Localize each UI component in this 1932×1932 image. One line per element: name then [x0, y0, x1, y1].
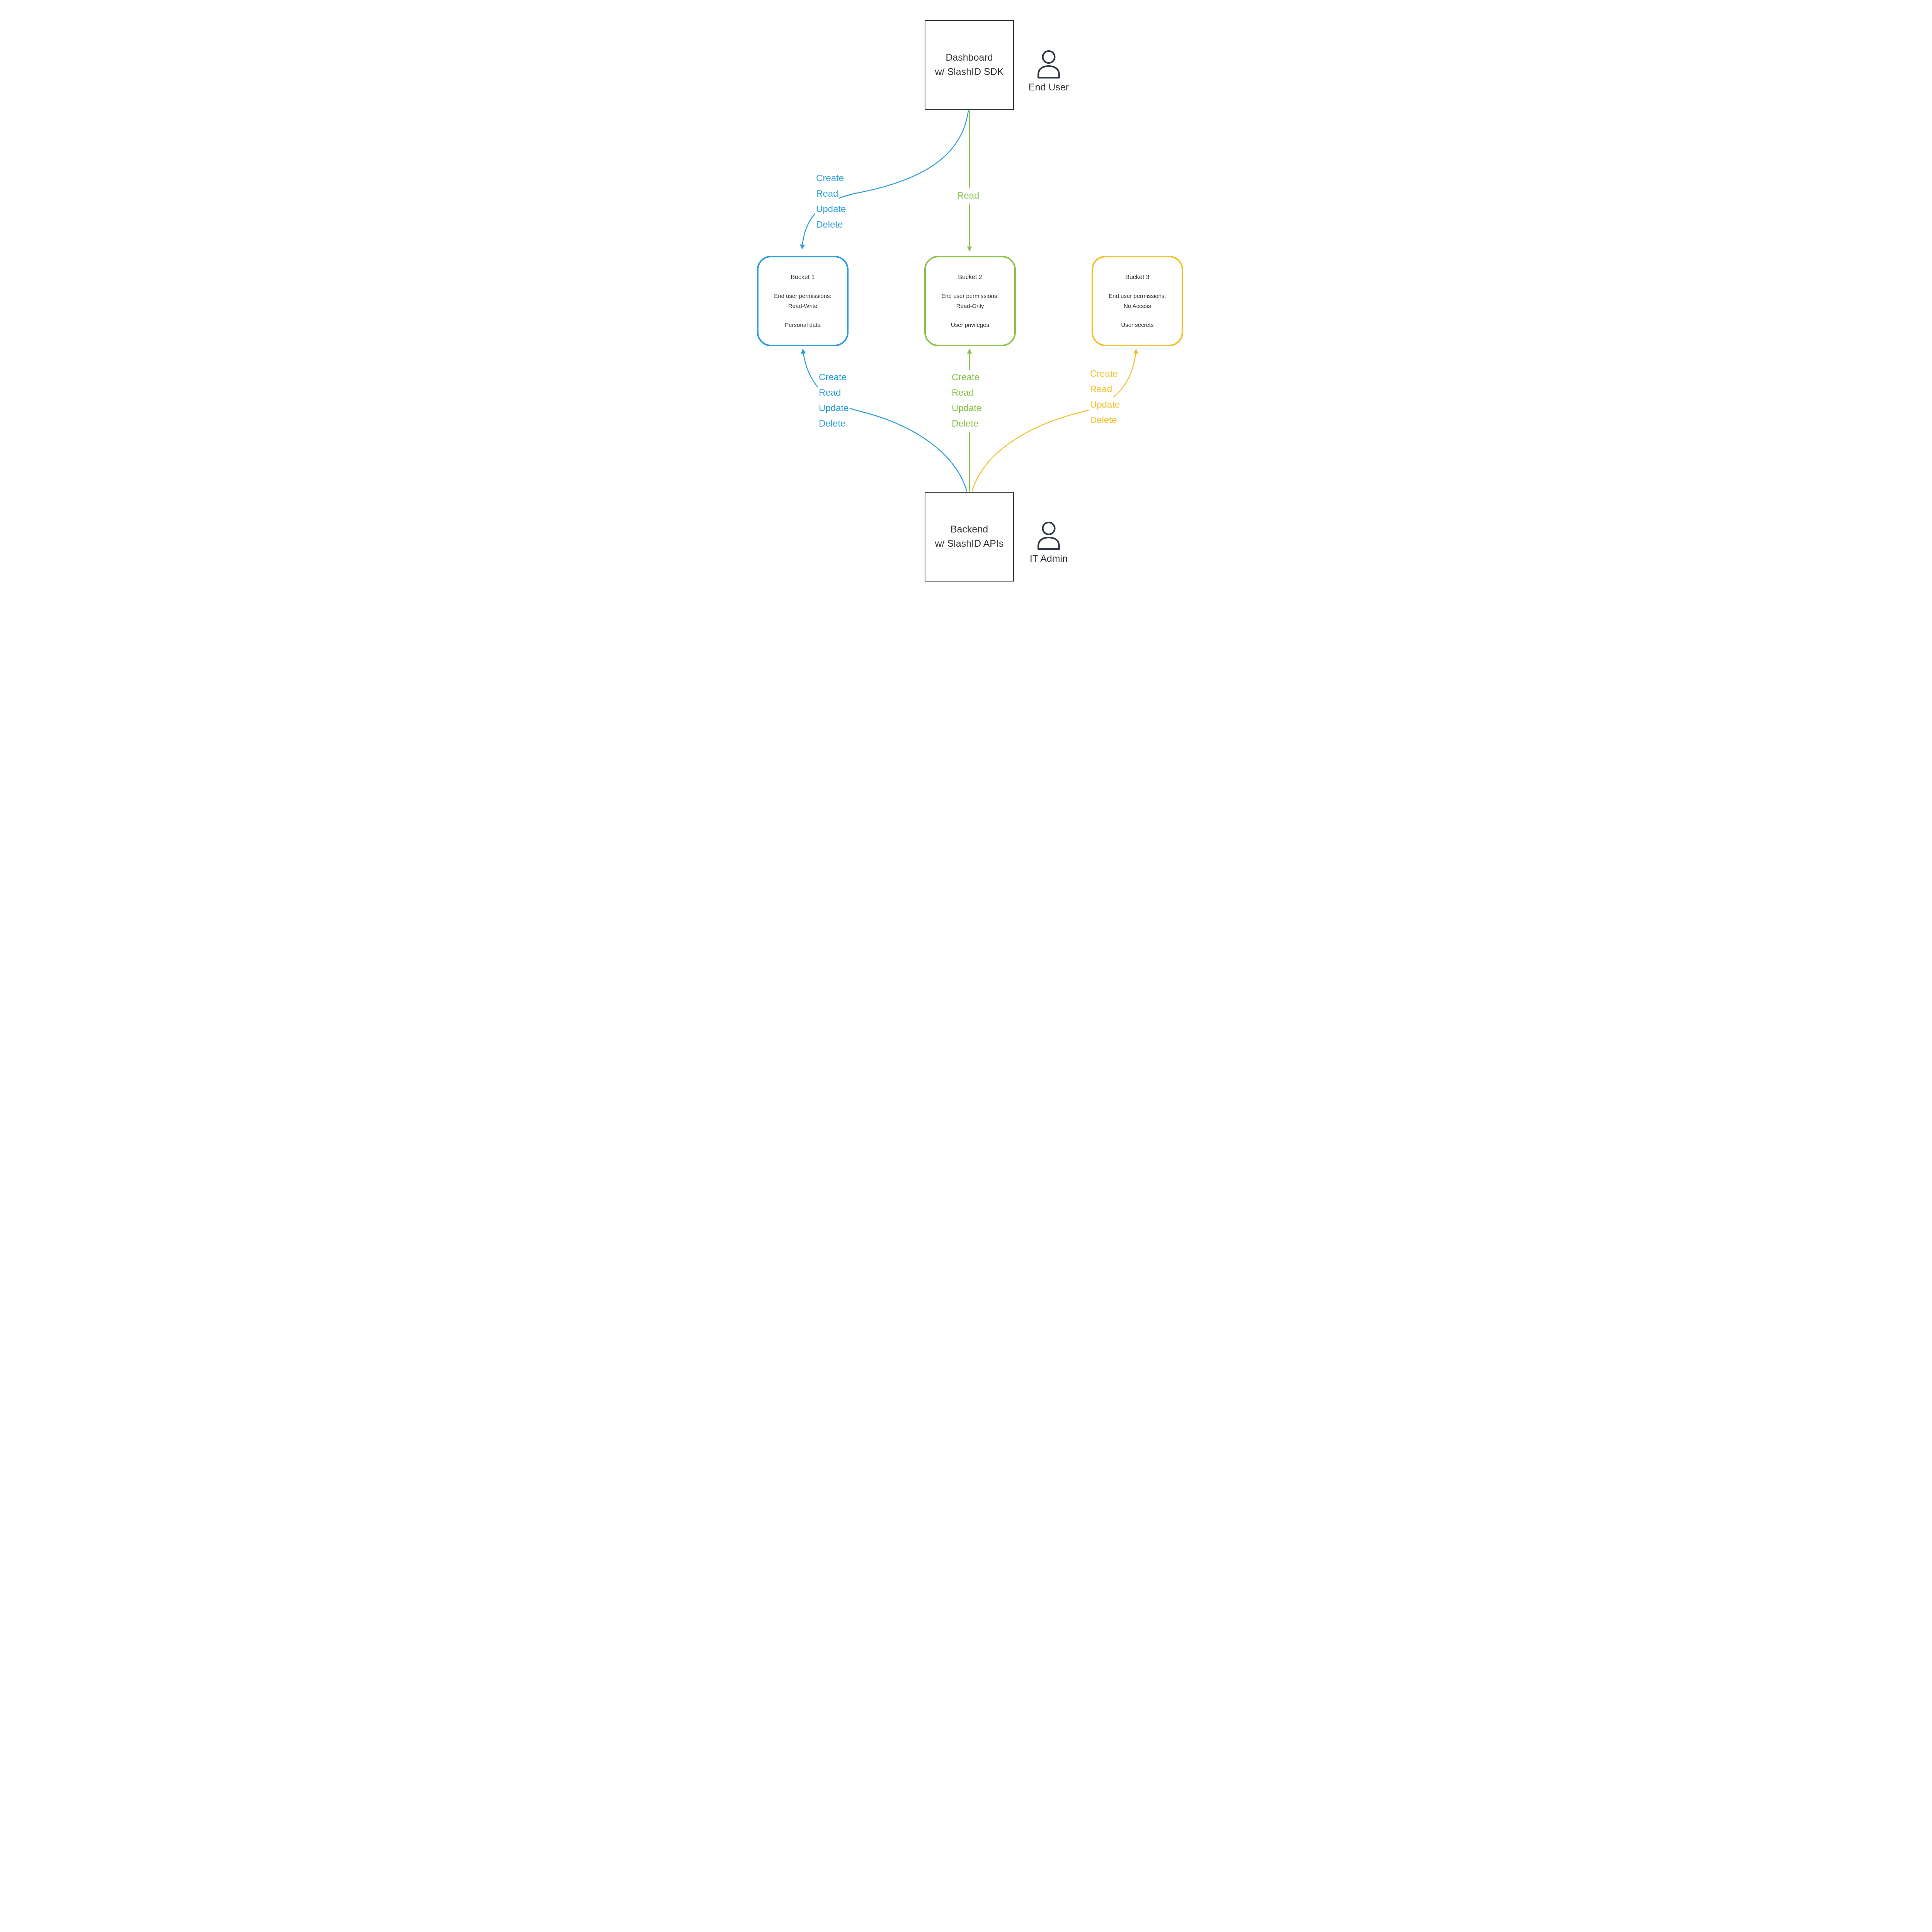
edge-labels-dashboard-bucket1: Create Read Update Delete	[815, 171, 847, 233]
it-admin-label: IT Admin	[1029, 553, 1068, 564]
person-icon	[1037, 521, 1060, 550]
bucket-1-node: Bucket 1 End user permissions: Read-Writ…	[757, 256, 849, 346]
edge-labels-backend-bucket2: Create Read Update Delete	[951, 370, 983, 432]
edge-label-line: Read	[956, 188, 981, 204]
dashboard-node: Dashboard w/ SlashID SDK	[925, 20, 1014, 110]
bucket-2-title: Bucket 2	[958, 274, 982, 281]
end-user-actor: End User	[1024, 49, 1074, 93]
edge-backend-to-bucket1	[801, 349, 968, 492]
edge-backend-to-bucket3	[971, 349, 1138, 492]
bucket-3-permissions-label: End user permissions:	[1109, 293, 1166, 299]
edge-label-line: Create	[818, 370, 848, 385]
bucket-1-content: Personal data	[785, 321, 821, 328]
edges-layer	[800, 110, 1138, 492]
edge-label-line: Read	[1089, 382, 1114, 397]
edge-label-line: Delete	[818, 416, 847, 432]
bucket-3-title: Bucket 3	[1125, 274, 1150, 281]
edge-label-line: Update	[815, 202, 847, 217]
edge-labels-backend-bucket1: Create Read Update Delete	[818, 370, 850, 432]
bucket-3-permissions-value: No Access	[1124, 303, 1151, 310]
it-admin-actor: IT Admin	[1024, 520, 1074, 565]
bucket-1-title: Bucket 1	[791, 274, 815, 281]
bucket-2-permissions-label: End user permissions:	[941, 293, 999, 299]
backend-node: Backend w/ SlashID APIs	[925, 492, 1014, 582]
edge-label-line: Update	[1089, 397, 1121, 413]
edge-label-line: Read	[951, 385, 975, 401]
bucket-2-content: User privileges	[951, 321, 990, 328]
edge-label-line: Delete	[815, 217, 844, 233]
backend-title-line1: Backend	[950, 524, 988, 535]
edge-label-line: Create	[951, 370, 981, 385]
edge-label-line: Update	[818, 401, 850, 416]
bucket-3-node: Bucket 3 End user permissions: No Access…	[1092, 256, 1183, 346]
edge-labels-dashboard-bucket2: Read	[956, 188, 981, 204]
edge-label-line: Read	[815, 186, 840, 202]
edge-label-line: Delete	[1089, 413, 1118, 428]
edge-label-line: Create	[815, 171, 845, 186]
edge-dashboard-to-bucket1	[800, 110, 969, 250]
edge-label-line: Create	[1089, 366, 1119, 382]
edge-label-line: Update	[951, 401, 983, 416]
bucket-3-content: User secrets	[1121, 321, 1154, 328]
bucket-1-permissions-label: End user permissions:	[774, 293, 832, 299]
backend-title-line2: w/ SlashID APIs	[935, 538, 1004, 549]
bucket-2-permissions-value: Read-Only	[956, 303, 984, 310]
edge-labels-backend-bucket3: Create Read Update Delete	[1089, 366, 1121, 428]
diagram-canvas: Dashboard w/ SlashID SDK End User Create…	[721, 0, 1211, 597]
dashboard-title-line2: w/ SlashID SDK	[935, 66, 1004, 77]
edge-label-line: Delete	[951, 416, 980, 432]
bucket-2-node: Bucket 2 End user permissions: Read-Only…	[924, 256, 1016, 346]
edge-label-line: Read	[818, 385, 842, 401]
bucket-1-permissions-value: Read-Write	[788, 303, 818, 310]
person-icon	[1037, 50, 1060, 79]
dashboard-title-line1: Dashboard	[946, 52, 993, 63]
end-user-label: End User	[1028, 82, 1069, 93]
